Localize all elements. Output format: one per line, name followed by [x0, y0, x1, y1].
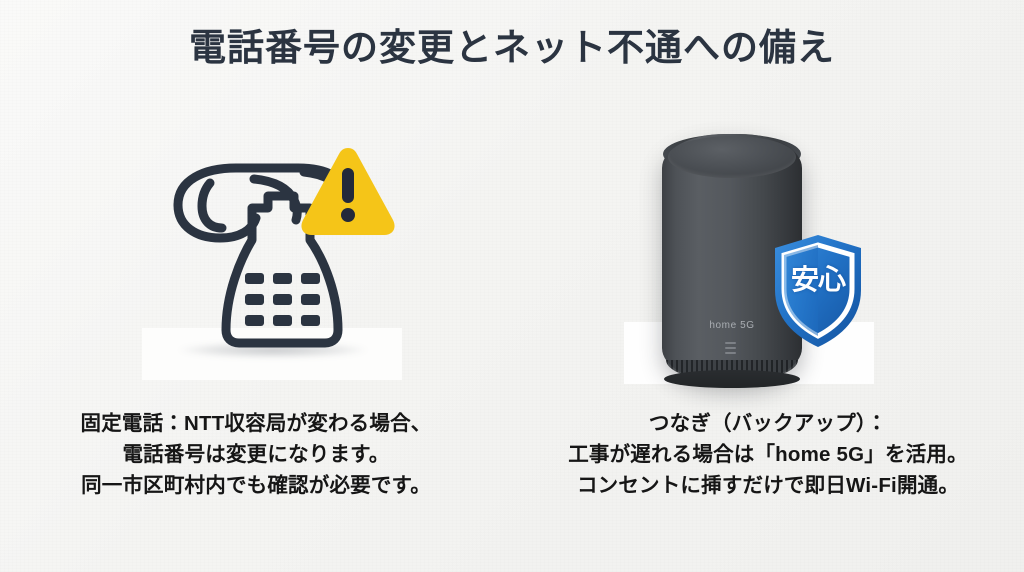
right-caption-line-3: コンセントに挿すだけで即日Wi-Fi開通。: [576, 474, 960, 498]
left-panel: 固定電話：NTT収容局が変わる場合、 電話番号は変更になります。 同一市区町村内…: [0, 100, 512, 570]
anshin-shield-badge: 安心: [770, 232, 866, 350]
phone-photo-plate: [142, 328, 402, 380]
right-panel: home 5G: [512, 100, 1024, 570]
router-led-indicators: [725, 342, 739, 354]
router-body: home 5G: [662, 134, 802, 382]
router-base: [664, 370, 800, 388]
page-title: 電話番号の変更とネット不通への備え: [189, 27, 835, 68]
right-caption-line-2: 工事が遅れる場合は「home 5G」を活用。: [568, 443, 968, 467]
content-columns: 固定電話：NTT収容局が変わる場合、 電話番号は変更になります。 同一市区町村内…: [0, 100, 1024, 570]
left-caption: 固定電話：NTT収容局が変わる場合、 電話番号は変更になります。 同一市区町村内…: [0, 408, 512, 501]
left-caption-line-2: 電話番号は変更になります。: [122, 443, 390, 467]
right-caption-line-1: つなぎ（バックアップ）：: [648, 412, 888, 435]
router-brand-label: home 5G: [709, 320, 755, 331]
warning-triangle-icon: [301, 148, 395, 235]
shield-icon: [775, 235, 861, 347]
home-5g-router: home 5G: [662, 120, 802, 388]
left-illustration: [0, 100, 512, 400]
right-illustration: home 5G: [512, 100, 1024, 400]
left-caption-line-1: 固定電話：NTT収容局が変わる場合、: [80, 412, 432, 435]
right-caption: つなぎ（バックアップ）： 工事が遅れる場合は「home 5G」を活用。 コンセン…: [512, 408, 1024, 501]
router-top-lid: [668, 136, 796, 178]
left-caption-line-3: 同一市区町村内でも確認が必要です。: [81, 474, 431, 498]
